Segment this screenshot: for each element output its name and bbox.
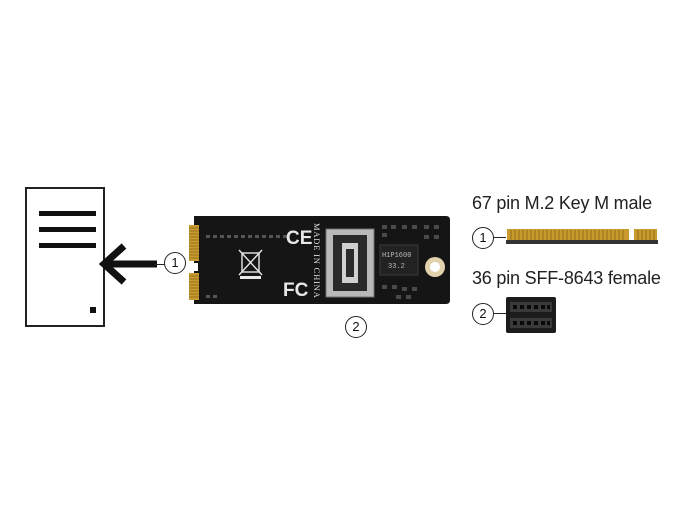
svg-text:CE: CE [286,228,312,249]
made-in-text: MADE IN CHINA [312,223,322,299]
chip-text-1: H1P1600 [382,252,411,260]
arrow-left-icon [98,243,157,285]
legend-label-m2: 67 pin M.2 Key M male [472,193,652,213]
drive-bay-line [39,211,96,216]
callout-1: 1 [164,252,186,274]
legend-leader-1 [494,237,506,239]
callout-leader [155,264,165,266]
drive-bay-line [39,227,96,232]
callout-2: 2 [345,316,367,338]
power-led [90,307,96,313]
chip-text-2: 33.2 [388,263,405,271]
svg-text:FC: FC [283,280,309,301]
computer-icon [25,187,105,327]
legend-label-sff: 36 pin SFF-8643 female [472,268,661,288]
m2-connector-icon [506,229,658,244]
legend-number-1: 1 [472,227,494,249]
sff-connector-icon [506,297,556,333]
legend-leader-2 [494,313,506,315]
legend-number-2: 2 [472,303,494,325]
m2-adapter-board: CE FC MADE IN CHINA H1P1600 33.2 [189,216,450,304]
drive-bay-line [39,243,96,248]
